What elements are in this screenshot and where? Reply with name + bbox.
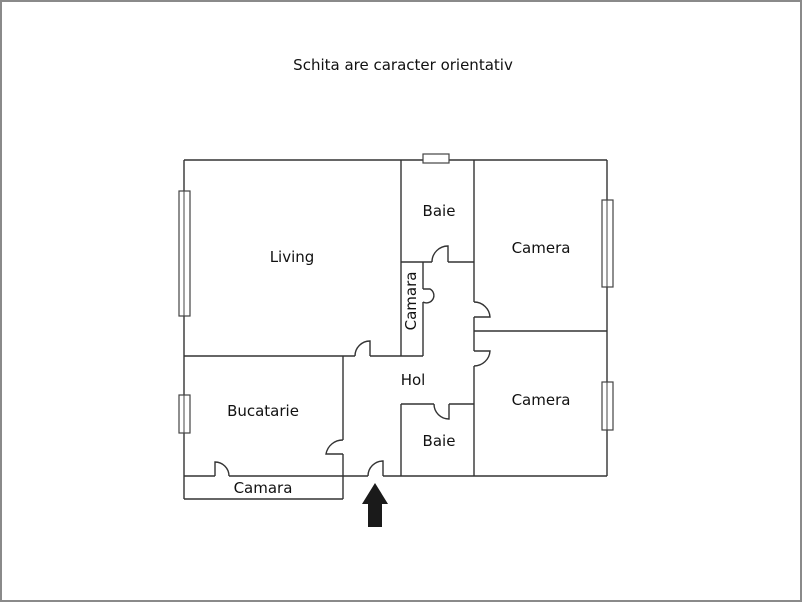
baie-top-walls [401, 160, 475, 302]
room-label-baie-top: Baie [423, 202, 456, 220]
camara-closet-walls [422, 262, 435, 356]
entrance-door [367, 460, 384, 477]
hol-right-wall [473, 301, 607, 476]
room-label-bucatarie: Bucatarie [227, 402, 299, 420]
room-label-camara-bottom: Camara [234, 479, 293, 497]
room-label-camera-bottom: Camera [512, 391, 571, 409]
room-label-camara-closet: Camara [402, 272, 420, 331]
room-label-living: Living [270, 248, 315, 266]
plan-title: Schita are caracter orientativ [293, 56, 513, 74]
room-label-baie-bottom: Baie [423, 432, 456, 450]
living-walls [184, 340, 423, 357]
room-label-hol: Hol [401, 371, 426, 389]
arrow-up-icon [362, 483, 388, 527]
bucatarie-walls [184, 356, 344, 499]
window-baie [422, 153, 450, 164]
baie-bottom-walls [400, 403, 474, 476]
room-label-camera-top: Camera [512, 239, 571, 257]
outer-walls [183, 159, 608, 499]
